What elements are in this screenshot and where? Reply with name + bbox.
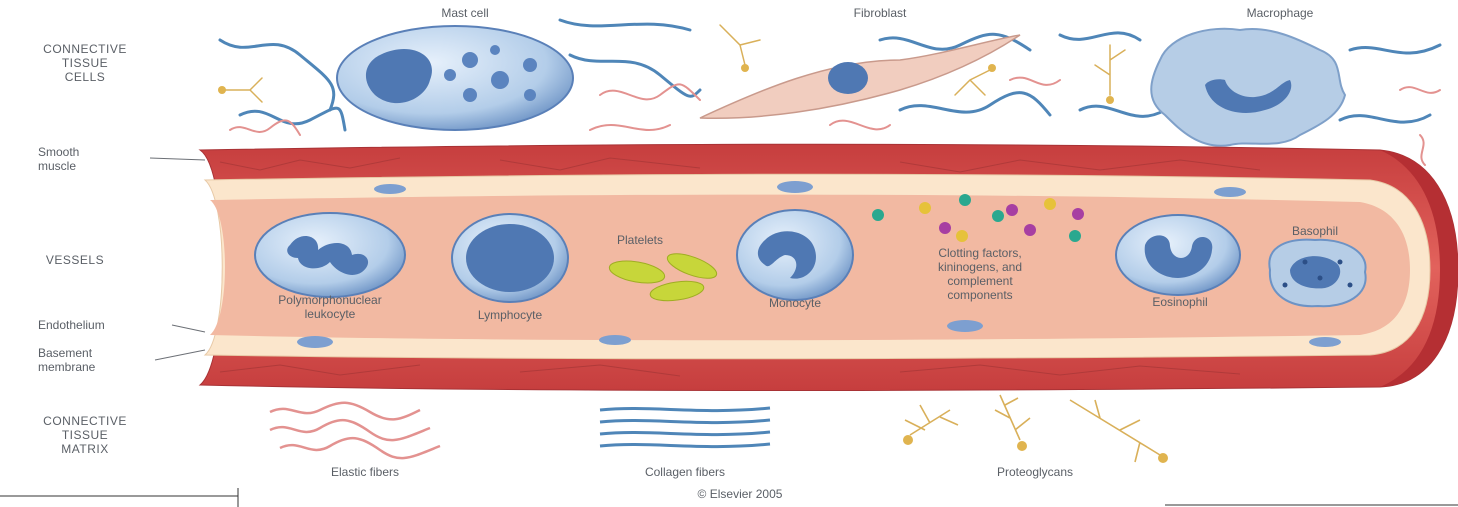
label-smooth-muscle: Smooth muscle bbox=[38, 145, 148, 173]
eosinophil bbox=[1116, 215, 1240, 295]
label-elastic-fibers: Elastic fibers bbox=[280, 465, 450, 479]
label-clotting-factors: Clotting factors, kininogens, and comple… bbox=[880, 246, 1080, 302]
label-fibroblast: Fibroblast bbox=[805, 6, 955, 20]
label-platelets: Platelets bbox=[580, 233, 700, 247]
label-mast-cell: Mast cell bbox=[390, 6, 540, 20]
label-basophil: Basophil bbox=[1250, 224, 1380, 238]
label-lymphocyte: Lymphocyte bbox=[440, 308, 580, 322]
mast-cell bbox=[337, 26, 573, 130]
monocyte bbox=[737, 210, 853, 300]
fibroblast bbox=[700, 35, 1020, 118]
label-basement-membrane: Basement membrane bbox=[38, 346, 158, 374]
label-pmn-leukocyte: Polymorphonuclear leukocyte bbox=[230, 293, 430, 321]
label-collagen-fibers: Collagen fibers bbox=[590, 465, 780, 479]
copyright-text: © Elsevier 2005 bbox=[640, 487, 840, 501]
section-label-vessels: VESSELS bbox=[10, 253, 140, 267]
pmn-leukocyte bbox=[255, 213, 405, 297]
label-monocyte: Monocyte bbox=[735, 296, 855, 310]
label-eosinophil: Eosinophil bbox=[1110, 295, 1250, 309]
label-macrophage: Macrophage bbox=[1205, 6, 1355, 20]
section-label-cells: CONNECTIVE TISSUE CELLS bbox=[10, 42, 160, 84]
elastic-fibers bbox=[270, 403, 440, 458]
label-proteoglycans: Proteoglycans bbox=[935, 465, 1135, 479]
macrophage bbox=[1151, 29, 1345, 146]
proteoglycans bbox=[903, 395, 1168, 463]
section-label-matrix: CONNECTIVE TISSUE MATRIX bbox=[10, 414, 160, 456]
lymphocyte bbox=[452, 214, 568, 302]
label-endothelium: Endothelium bbox=[38, 318, 178, 332]
basophil bbox=[1269, 240, 1365, 307]
collagen-fibers bbox=[600, 408, 770, 447]
